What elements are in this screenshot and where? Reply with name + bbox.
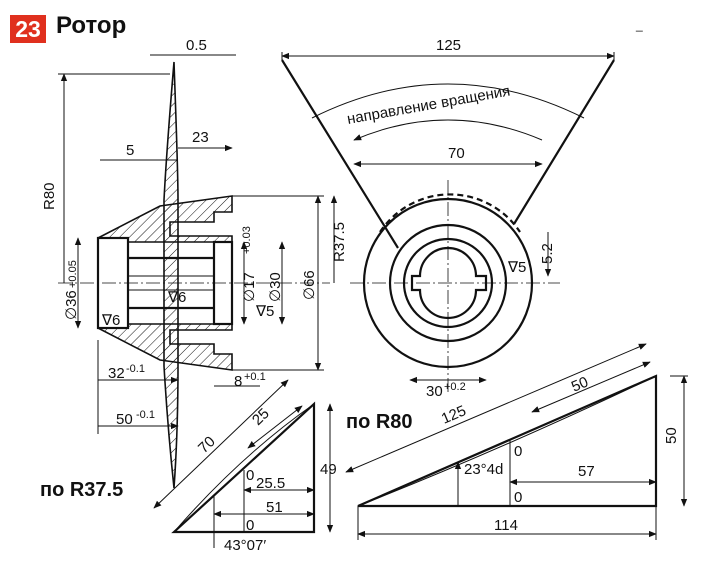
r37-dim25: 25 [249,405,273,429]
len32-tolerance: -0.1 [126,363,145,375]
d66-label: ∅66 [301,270,318,300]
d17-tolerance: +0.03 [241,226,253,254]
w30-label: 30 [426,383,443,400]
r80-dim57: 57 [578,463,595,480]
r37-dim25-line [247,405,303,449]
corner-mark: _ [636,18,643,32]
roughness-left: ∇6 [101,312,120,329]
r80-dim125: 125 [439,402,469,427]
r37-zero-b: 0 [246,517,254,534]
r37-label: R37.5 [331,222,348,262]
right-bore [212,240,234,326]
len8-label: 8 [234,373,242,390]
r37-dim70-line [153,379,289,509]
r80-dim114: 114 [494,517,518,534]
keyway-hole [410,246,488,320]
r37-dim70: 70 [195,433,219,457]
r37-development-label: по R37.5 [40,479,123,501]
r37-zero-a: 0 [246,467,254,484]
front-view: 125 направление вращения 70 R37.5 5.2 ∇5… [281,37,615,400]
development-r80: 125 50 50 57 0 0 23°4d 114 по R80 [345,343,688,540]
r80-label: R80 [41,182,58,210]
r80-angle: 23°4d [464,461,503,478]
roughness-key: ∇5 [507,259,526,276]
hub-len-label: 23 [192,129,209,146]
w70-label: 70 [448,145,465,162]
r37-dim51: 51 [266,499,283,516]
section-view: R80 0.5 5 23 ∅36 +0.05 ∇6 ∇6 ∅17 +0.03 ∅… [41,37,330,489]
w125-label: 125 [436,37,461,54]
hub-gap-label: 5 [126,142,134,159]
dashed-arc [379,193,521,233]
r80-triangle [357,374,658,508]
d36-label: ∅36 [63,290,80,320]
r80-dim50: 50 [569,374,591,396]
r80-dim125-line [345,343,647,473]
drawing-title: Ротор [56,12,127,39]
d36-tolerance: +0.05 [67,260,79,288]
key52-label: 5.2 [539,243,556,264]
blade-section [163,61,179,489]
w30-tolerance: +0.2 [444,381,466,393]
left-bore [96,236,130,330]
r80-zero-a: 0 [514,443,522,460]
roughness-face: ∇5 [255,303,274,320]
r80-dim50-line [531,361,651,413]
blade-tip-label: 0.5 [186,37,207,54]
r80-development-label: по R80 [346,411,413,433]
item-number-badge: 23 [10,15,46,43]
r37-angle: 43°07′ [224,537,266,554]
rotation-arc-outer [311,83,585,119]
r80-dim-vertical: 50 [663,427,680,444]
len50-label: 50 [116,411,133,428]
len8-tolerance: +0.1 [244,371,266,383]
r80-zero-b: 0 [514,489,522,506]
r37-dim25-5: 25.5 [256,475,285,492]
development-r37: 70 25 49 25.5 51 0 0 43°07′ по R37.5 [40,379,337,554]
r37-dim49: 49 [320,461,337,478]
rotation-arrow [353,119,543,141]
blade-sector-edges [281,59,615,249]
roughness-bore: ∇6 [167,289,186,306]
len50-tolerance: -0.1 [136,409,155,421]
d17-label: ∅17 [241,272,258,302]
d30-label: ∅30 [267,272,284,302]
len32-label: 32 [108,365,125,382]
